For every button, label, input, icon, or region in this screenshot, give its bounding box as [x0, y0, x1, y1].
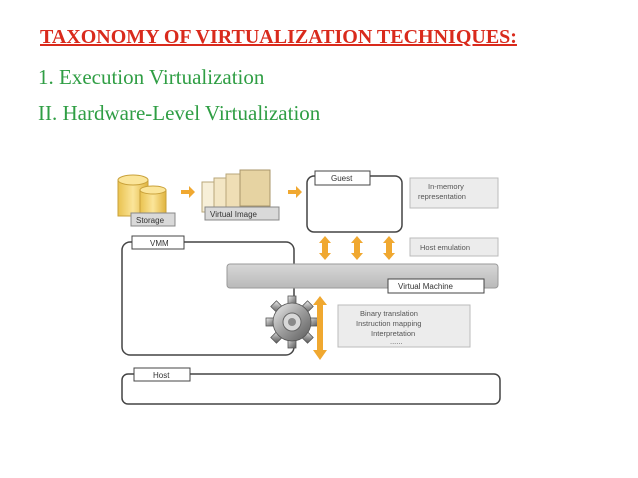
binary-label-4: ......: [390, 337, 403, 346]
vmm-label: VMM: [150, 239, 169, 248]
storage-label-box: Storage: [130, 212, 176, 227]
host-emulation-label: Host emulation: [420, 243, 470, 252]
virtual-image-label-box: Virtual Image: [204, 206, 280, 221]
virtual-machine-bar: Virtual Machine: [226, 263, 499, 294]
guest-box: Guest: [306, 170, 403, 233]
binary-label-3: Interpretation: [371, 329, 415, 338]
in-memory-label-2: representation: [418, 192, 466, 201]
storage-icon: [117, 174, 167, 221]
binary-translation-box: Binary translation Instruction mapping I…: [337, 304, 471, 348]
arrow-right-icon: [288, 186, 302, 198]
vertical-arrow-icon: [313, 296, 327, 360]
virtual-machine-label: Virtual Machine: [398, 282, 454, 291]
list-item-hardware: II. Hardware-Level Virtualization: [38, 101, 321, 125]
vmm-box: VMM: [121, 235, 295, 356]
list-item-execution: 1. Execution Virtualization: [38, 65, 265, 89]
host-label: Host: [153, 371, 170, 380]
storage-label: Storage: [136, 216, 165, 225]
host-emulation-box: Host emulation: [409, 237, 499, 257]
guest-label: Guest: [331, 174, 353, 183]
virtual-image-label: Virtual Image: [210, 210, 258, 219]
arrow-right-icon: [181, 186, 195, 198]
host-box: Host: [121, 367, 501, 405]
binary-label-2: Instruction mapping: [356, 319, 421, 328]
slide-title: TAXONOMY OF VIRTUALIZATION TECHNIQUES:: [40, 26, 517, 48]
double-arrow-icon: [319, 236, 395, 260]
virtual-image-icon: [201, 169, 271, 213]
in-memory-label-1: In-memory: [428, 182, 464, 191]
binary-label-1: Binary translation: [360, 309, 418, 318]
gear-icon: [265, 295, 319, 349]
in-memory-box: In-memory representation: [409, 177, 499, 209]
